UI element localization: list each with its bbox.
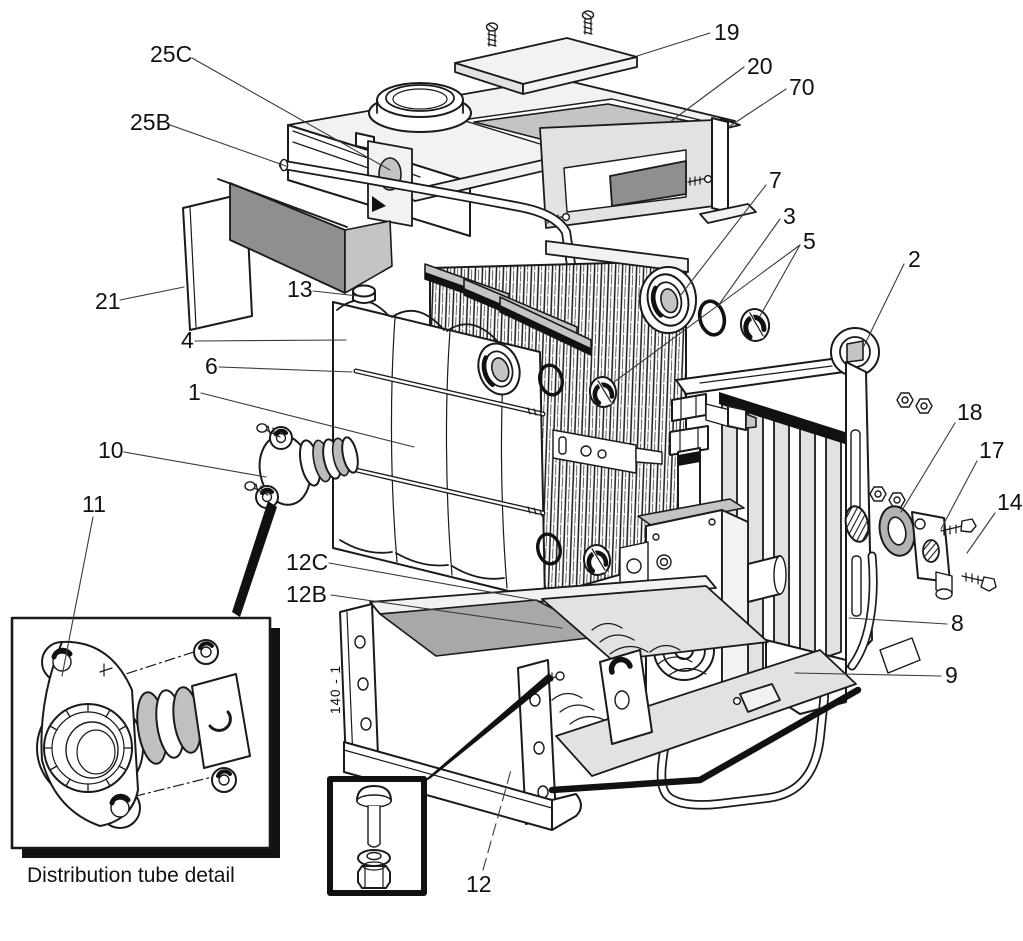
carriage-bolt-icon — [356, 785, 392, 848]
vent-cap — [352, 284, 376, 304]
nut-icon — [869, 392, 933, 508]
washer-icon — [357, 849, 391, 867]
water-port-left — [477, 342, 521, 396]
flange-kit — [878, 505, 997, 600]
callout-12C: 12C — [286, 549, 328, 575]
callout-9: 9 — [945, 662, 958, 688]
split-bushing — [582, 308, 771, 576]
callout-13: 13 — [287, 276, 313, 302]
callout-8: 8 — [951, 610, 964, 636]
inset-caption: Distribution tube detail — [27, 864, 235, 887]
callout-6: 6 — [205, 353, 218, 379]
callout-7: 7 — [769, 167, 782, 193]
callout-5: 5 — [803, 228, 816, 254]
callout-3: 3 — [783, 203, 796, 229]
top-plate — [454, 10, 638, 95]
nut-icon — [357, 861, 391, 889]
callout-25B: 25B — [130, 109, 171, 135]
base-pan: 140 - 1 — [328, 575, 862, 831]
detail-wedges — [232, 501, 554, 786]
callout-70: 70 — [789, 74, 815, 100]
jacket-panel — [182, 178, 393, 331]
callout-18: 18 — [957, 399, 983, 425]
leader-lines — [61, 32, 996, 871]
callout-17: 17 — [979, 437, 1005, 463]
pipe-flange — [911, 511, 953, 600]
o-ring — [536, 299, 727, 566]
callout-2: 2 — [908, 246, 921, 272]
gasket — [878, 505, 916, 557]
burner-rails — [424, 263, 592, 356]
threaded-port — [844, 505, 870, 543]
callout-11: 11 — [82, 491, 106, 517]
flue-collar — [368, 82, 472, 133]
flange-screw-icon — [244, 423, 281, 496]
part-marking: 140 - 1 — [328, 665, 343, 714]
callout-19: 19 — [714, 19, 740, 45]
outlet-flange — [244, 423, 359, 509]
callout-12: 12 — [466, 871, 492, 897]
tie-rod — [353, 368, 546, 517]
callout-20: 20 — [747, 53, 773, 79]
o-rings-and-bushings — [536, 299, 771, 576]
inset-bolt-detail — [327, 776, 427, 896]
side-panel — [397, 117, 757, 229]
sensor-bracket — [552, 429, 663, 474]
callout-4: 4 — [181, 327, 194, 353]
callout-10: 10 — [98, 437, 124, 463]
callout-1: 1 — [188, 379, 201, 405]
screw-icon — [485, 10, 595, 47]
callout-14: 14 — [997, 489, 1023, 515]
callout-12B: 12B — [286, 581, 327, 607]
callout-labels: 25C 25B 19 20 70 7 3 5 2 21 13 4 6 1 10 … — [82, 19, 1023, 897]
heat-exchanger — [332, 240, 697, 601]
bolt-icon — [940, 518, 997, 592]
callout-21: 21 — [95, 288, 121, 314]
water-port-right — [639, 266, 697, 334]
callout-25C: 25C — [150, 41, 192, 67]
inset-distribution-tube — [10, 616, 280, 858]
